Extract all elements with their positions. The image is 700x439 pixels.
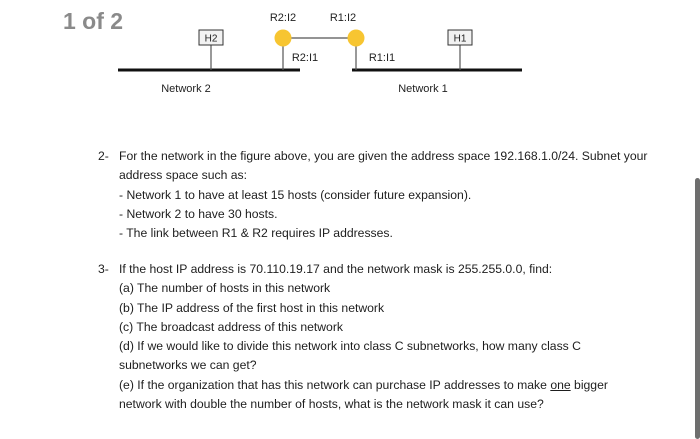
- r1-if1-label: R1:I1: [369, 52, 395, 64]
- question-3-number: 3-: [98, 262, 109, 276]
- q3-part-d-line1: (d) If we would like to divide this netw…: [119, 339, 581, 354]
- q3-part-b: (b) The IP address of the first host in …: [119, 300, 385, 315]
- q3-part-e-line2: network with double the number of hosts,…: [119, 397, 544, 412]
- network2-label: Network 2: [161, 83, 211, 95]
- question-2-number: 2-: [98, 149, 109, 163]
- network1-label: Network 1: [398, 83, 448, 95]
- router-r1: [347, 29, 365, 47]
- r2-if2-label: R2:I2: [270, 12, 296, 24]
- q2-item-link: - The link between R1 & R2 requires IP a…: [119, 226, 393, 241]
- q3-part-a: (a) The number of hosts in this network: [119, 281, 331, 296]
- question-2: 2- For the network in the figure above, …: [98, 147, 673, 243]
- q3-part-d-line2: subnetworks we can get?: [119, 358, 257, 373]
- q3-part-e-line1: (e) If the organization that has this ne…: [119, 376, 673, 395]
- router-r2: [274, 29, 292, 47]
- q2-intro-line2: address space such as:: [119, 168, 248, 183]
- vertical-scrollbar[interactable]: [695, 178, 700, 439]
- q2-item-network1: - Network 1 to have at least 15 hosts (c…: [119, 187, 472, 202]
- r2-if1-label: R2:I1: [292, 52, 318, 64]
- h1-label: H1: [454, 34, 467, 45]
- network-diagram: H2 H1 R2:I2 R1:I2 R2:I1 R1:I1 Network 2 …: [118, 12, 522, 95]
- h2-label: H2: [205, 34, 218, 45]
- q2-intro-line1: For the network in the figure above, you…: [119, 149, 648, 163]
- q3-part-c: (c) The broadcast address of this networ…: [119, 319, 343, 334]
- page-indicator: 1 of 2: [63, 8, 124, 34]
- q2-item-network2: - Network 2 to have 30 hosts.: [119, 206, 278, 221]
- r1-if2-label: R1:I2: [330, 12, 356, 24]
- h2-host-box: [198, 29, 224, 46]
- q3-part-e-underlined: one: [550, 377, 571, 392]
- h1-host-box: [447, 29, 473, 46]
- q3-part-e-post: bigger: [570, 377, 608, 392]
- q3-intro: If the host IP address is 70.110.19.17 a…: [119, 262, 553, 276]
- q3-part-e-pre: (e) If the organization that has this ne…: [119, 377, 551, 392]
- question-3: 3- If the host IP address is 70.110.19.1…: [98, 260, 673, 414]
